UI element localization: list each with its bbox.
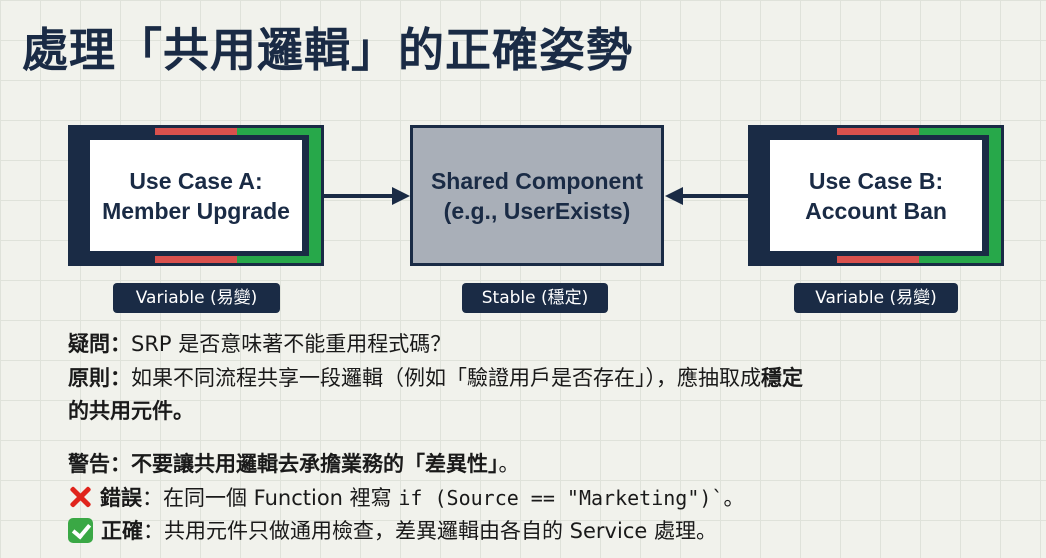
wrong-text: ：在同一個 Function 裡寫	[142, 486, 399, 510]
green-accent-side	[309, 135, 321, 256]
right-text: ：共用元件只做通用檢查，差異邏輯由各自的 Service 處理。	[143, 519, 717, 543]
green-accent-bottom	[237, 256, 321, 263]
arrow-b-to-shared	[665, 187, 751, 205]
page-title: 處理「共用邏輯」的正確姿勢	[22, 23, 633, 77]
green-accent-bottom	[919, 256, 1001, 263]
shared-component-inner: Shared Component (e.g., UserExists)	[413, 128, 661, 263]
red-accent-bottom	[837, 256, 919, 263]
principle-line: 原則：如果不同流程共享一段邏輯（例如「驗證用戶是否存在」），應抽取成穩定	[68, 361, 803, 395]
right-label: 正確	[101, 519, 143, 543]
use-case-a-box: Use Case A: Member Upgrade	[68, 125, 324, 266]
principle-line-2: 的共用元件。	[68, 399, 194, 423]
variable-tag-b: Variable (易變)	[794, 283, 958, 313]
use-case-b-inner: Use Case B: Account Ban	[768, 138, 984, 253]
red-accent-top	[837, 128, 919, 135]
right-line: 正確：共用元件只做通用檢查，差異邏輯由各自的 Service 處理。	[68, 514, 717, 548]
check-mark-icon	[68, 518, 93, 543]
green-accent-top	[237, 128, 321, 135]
wrong-line: 錯誤：在同一個 Function 裡寫 if (Source == "Marke…	[68, 481, 744, 515]
wrong-code: if (Source == "Marketing")`	[398, 486, 724, 510]
wrong-label: 錯誤	[100, 486, 142, 510]
red-accent-top	[155, 128, 237, 135]
wrong-end: 。	[723, 486, 745, 510]
shared-component-label: Shared Component (e.g., UserExists)	[430, 167, 644, 224]
green-accent-top	[919, 128, 1001, 135]
warning-text: 不要讓共用邏輯去承擔業務的「差異性」	[131, 452, 499, 476]
question-line: 疑問：SRP 是否意味著不能重用程式碼？	[68, 327, 451, 361]
warning-line: 警告：不要讓共用邏輯去承擔業務的「差異性」。	[68, 447, 520, 481]
warning-end: 。	[498, 452, 520, 476]
cross-mark-icon	[68, 485, 92, 509]
warning-label: 警告：	[68, 452, 131, 476]
shared-component-box: Shared Component (e.g., UserExists)	[410, 125, 664, 266]
principle-bold: 穩定	[761, 366, 803, 390]
stable-tag: Stable (穩定)	[462, 283, 608, 313]
use-case-a-label: Use Case A: Member Upgrade	[102, 167, 290, 224]
principle-text: 如果不同流程共享一段邏輯（例如「驗證用戶是否存在」），應抽取成	[131, 366, 761, 390]
question-text: SRP 是否意味著不能重用程式碼？	[131, 332, 452, 356]
arrow-a-to-shared	[324, 187, 410, 205]
green-accent-side	[989, 135, 1001, 256]
use-case-b-label: Use Case B: Account Ban	[805, 167, 947, 224]
use-case-b-box: Use Case B: Account Ban	[748, 125, 1004, 266]
use-case-a-inner: Use Case A: Member Upgrade	[88, 138, 304, 253]
principle-label: 原則：	[68, 366, 131, 390]
red-accent-bottom	[155, 256, 237, 263]
variable-tag-a: Variable (易變)	[113, 283, 280, 313]
question-label: 疑問：	[68, 332, 131, 356]
